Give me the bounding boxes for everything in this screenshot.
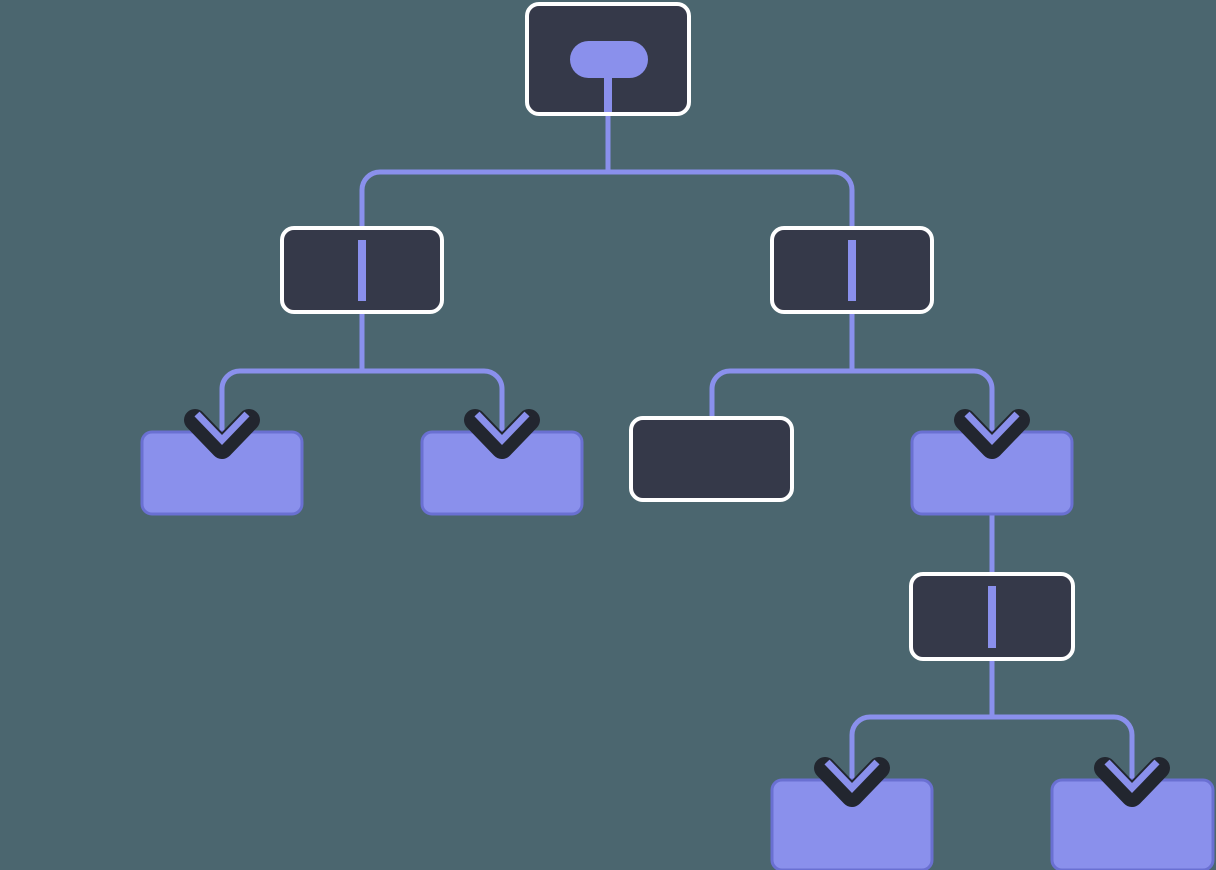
node-l1-right[interactable]	[770, 226, 934, 314]
node-l3-a-bar-icon	[988, 586, 996, 648]
node-l1-left-bar-icon	[358, 240, 366, 301]
arrowhead-layer	[184, 409, 1170, 807]
edge-l1-left-to-l2-a[interactable]	[219, 368, 362, 436]
arrowhead-l2-a	[184, 409, 260, 459]
edge-l3-a-to-l4-b[interactable]	[992, 714, 1135, 784]
node-l2-d-box[interactable]	[910, 430, 1074, 516]
edge-l1-right-to-l2-d[interactable]	[852, 368, 995, 436]
arrowhead-l4-a	[814, 757, 890, 807]
node-l2-d[interactable]	[910, 430, 1074, 516]
node-l2-a[interactable]	[140, 430, 304, 516]
node-l4-a-box[interactable]	[770, 778, 934, 870]
connector-layer	[219, 52, 1135, 784]
node-l4-a[interactable]	[770, 778, 934, 870]
edge-bus-to-l1-left[interactable]	[359, 169, 608, 232]
edge-l1-left-to-l2-b[interactable]	[362, 368, 505, 436]
arrowhead-l2-b	[464, 409, 540, 459]
node-root-pill-icon	[570, 41, 648, 78]
arrowhead-l4-b	[1094, 757, 1170, 807]
node-l2-c[interactable]	[629, 416, 794, 502]
node-layer	[140, 2, 1215, 870]
node-l1-right-bar-icon	[848, 240, 856, 301]
node-root[interactable]	[525, 2, 691, 116]
node-l2-c-box[interactable]	[629, 416, 794, 502]
edge-l3-a-to-l4-a[interactable]	[849, 714, 992, 784]
node-root-stem-icon	[604, 74, 612, 112]
node-l1-left[interactable]	[280, 226, 444, 314]
edge-l1-right-to-l2-c[interactable]	[709, 368, 852, 422]
node-l2-a-box[interactable]	[140, 430, 304, 516]
node-l2-b[interactable]	[420, 430, 584, 516]
arrowhead-l2-d	[954, 409, 1030, 459]
node-l2-b-box[interactable]	[420, 430, 584, 516]
node-l3-a[interactable]	[909, 572, 1075, 661]
edge-bus-to-l1-right[interactable]	[608, 169, 855, 232]
